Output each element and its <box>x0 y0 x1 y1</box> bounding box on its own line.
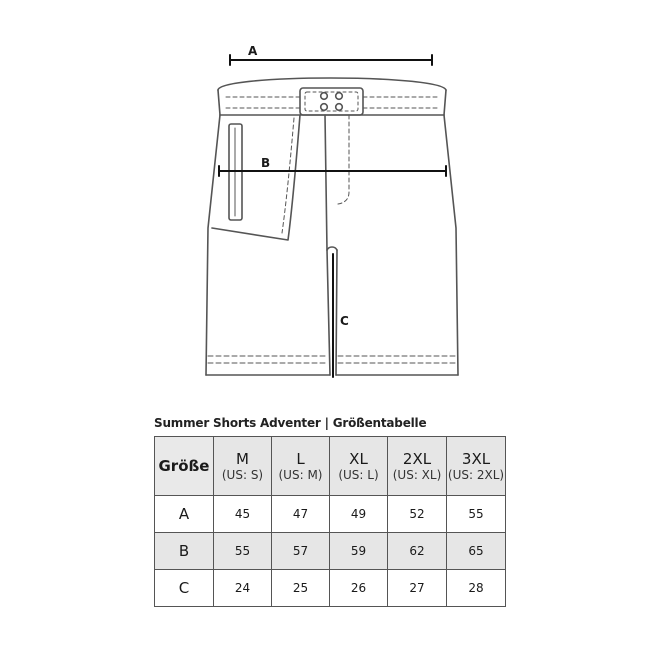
size-label: M <box>236 449 249 468</box>
table-title: Summer Shorts Adventer | Größentabelle <box>154 416 427 430</box>
belt-tab <box>299 87 364 116</box>
table-cell: 59 <box>329 532 388 570</box>
right-outseam <box>443 114 459 376</box>
table-row: C 24 25 26 27 28 <box>154 569 506 607</box>
us-size-label: (US: S) <box>221 467 264 482</box>
shorts-illustration <box>205 54 459 378</box>
button-icon <box>319 102 329 112</box>
table-cell: 24 <box>213 569 272 607</box>
button-icon <box>334 91 344 101</box>
row-label: B <box>154 532 214 570</box>
size-label: 2XL <box>402 449 432 468</box>
front-pocket <box>211 114 301 241</box>
table-cell: 26 <box>329 569 388 607</box>
table-cell: 27 <box>387 569 447 607</box>
waistband-top <box>217 77 447 91</box>
size-column-header: M (US: S) <box>213 436 272 496</box>
size-column-header: L (US: M) <box>271 436 330 496</box>
us-size-label: (US: L) <box>338 467 379 482</box>
size-label: 3XL <box>461 449 491 468</box>
table-row: B 55 57 59 62 65 <box>154 532 506 570</box>
shorts-diagram: A B C <box>205 44 459 378</box>
button-icon <box>319 91 329 101</box>
dimension-label-b: B <box>261 156 271 170</box>
table-cell: 49 <box>329 495 388 533</box>
table-cell: 57 <box>271 532 330 570</box>
table-header-row: Größe M (US: S) L (US: M) XL (US: L) 2XL… <box>154 436 506 496</box>
us-size-label: (US: XL) <box>392 467 442 482</box>
size-label: XL <box>349 449 368 468</box>
fly-stitch <box>337 114 350 205</box>
table-cell: 55 <box>213 532 272 570</box>
table-cell: 28 <box>446 569 506 607</box>
table-cell: 55 <box>446 495 506 533</box>
size-label: L <box>296 449 305 468</box>
size-chart-table: Größe M (US: S) L (US: M) XL (US: L) 2XL… <box>154 436 506 607</box>
button-icon <box>334 102 344 112</box>
us-size-label: (US: 2XL) <box>447 467 505 482</box>
table-row: A 45 47 49 52 55 <box>154 495 506 533</box>
row-label: C <box>154 569 214 607</box>
size-column-header: 2XL (US: XL) <box>387 436 447 496</box>
dimension-label-a: A <box>248 44 258 58</box>
size-column-header: XL (US: L) <box>329 436 388 496</box>
left-outseam <box>205 114 221 376</box>
dimension-label-c: C <box>340 314 349 328</box>
table-cell: 62 <box>387 532 447 570</box>
right-inseam <box>335 249 338 376</box>
table-cell: 45 <box>213 495 272 533</box>
size-header: Größe <box>154 436 214 496</box>
left-inseam <box>326 249 331 376</box>
table-cell: 47 <box>271 495 330 533</box>
table-cell: 65 <box>446 532 506 570</box>
us-size-label: (US: M) <box>278 467 323 482</box>
size-column-header: 3XL (US: 2XL) <box>446 436 506 496</box>
table-cell: 25 <box>271 569 330 607</box>
table-cell: 52 <box>387 495 447 533</box>
row-label: A <box>154 495 214 533</box>
